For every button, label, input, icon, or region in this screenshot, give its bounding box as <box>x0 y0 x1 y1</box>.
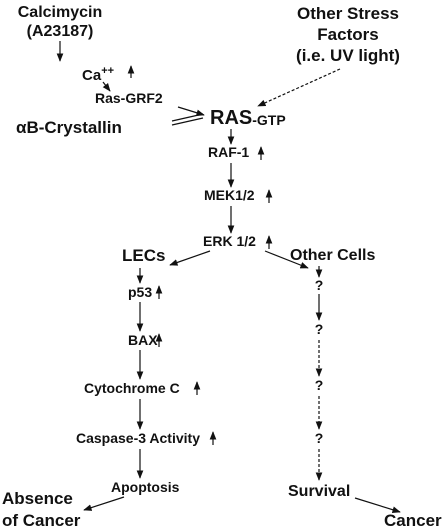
other-stress-label-line1: Other Stress <box>297 4 399 23</box>
absence-of-cancer-label-line1: Absence <box>2 489 73 508</box>
erk12-label: ERK 1/2 <box>203 233 256 249</box>
arrow-erk12-to-lecs <box>169 250 211 266</box>
other-stress-label-line3: (i.e. UV light) <box>296 46 400 65</box>
apoptosis-label: Apoptosis <box>111 479 180 495</box>
ab-crystallin-label: αB-Crystallin <box>16 118 122 137</box>
calcimycin-label: Calcimycin <box>18 4 102 21</box>
unknown-step-2: ? <box>315 321 324 337</box>
ca-label: Ca++ <box>82 65 114 84</box>
caspase3-activity-label: Caspase-3 Activity <box>76 430 200 446</box>
survival-label: Survival <box>288 483 350 500</box>
calcimycin-code-label: (A23187) <box>27 23 94 40</box>
absence-of-cancer-label-line2: of Cancer <box>2 511 81 530</box>
lecs-label: LECs <box>122 246 165 265</box>
cancer-label: Cancer <box>384 511 442 530</box>
arrow-erk12-to-other-cells <box>264 250 309 269</box>
p53-label: p53 <box>128 284 152 300</box>
arrow-survival-to-cancer <box>354 497 401 513</box>
raf1-label: RAF-1 <box>208 144 249 160</box>
other-stress-label-line2: Factors <box>317 25 378 44</box>
arrow-ca-to-ras-grf2 <box>102 81 111 92</box>
ras-grf2-label: Ras-GRF2 <box>95 90 163 106</box>
inhibition-ab-crystallin-to-ras <box>171 113 204 126</box>
unknown-step-3: ? <box>315 377 324 393</box>
arrow-other-stress-to-ras <box>257 68 341 107</box>
unknown-step-4: ? <box>315 430 324 446</box>
arrow-ras-grf2-to-ras <box>177 106 205 116</box>
other-cells-label: Other Cells <box>290 247 375 264</box>
unknown-step-1: ? <box>315 277 324 293</box>
arrow-apoptosis-to-absence-of-cancer <box>83 496 125 511</box>
ras-gtp-label: RAS-GTP <box>210 107 286 129</box>
bax-label: BAX <box>128 332 158 348</box>
mek12-label: MEK1/2 <box>204 187 255 203</box>
cytochrome-c-label: Cytochrome C <box>84 380 180 396</box>
